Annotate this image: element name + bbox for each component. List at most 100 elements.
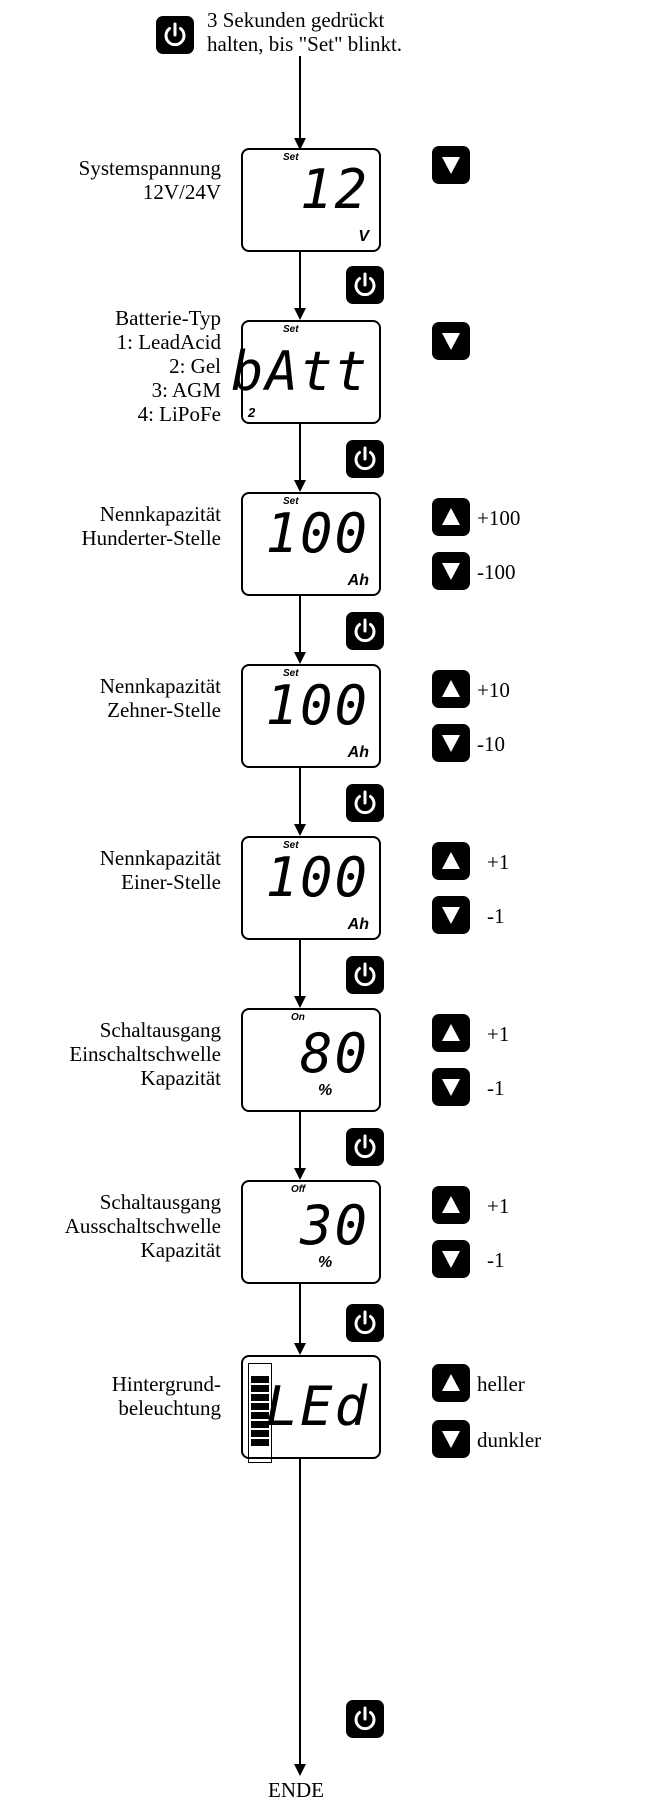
power-icon [354,1310,376,1335]
display-unit: % [318,1082,333,1099]
display-value: LEd [265,1375,369,1438]
power-icon [354,790,376,815]
power-icon [354,618,376,643]
set-indicator: Set [283,668,299,679]
off-indicator: Off [291,1184,306,1195]
step-5-up-button[interactable] [432,842,470,880]
set-indicator: Set [283,152,299,163]
triangle-up-icon [442,1024,460,1041]
final-power-button[interactable] [346,1700,384,1738]
display-unit: Ah [347,572,369,589]
display-value: 30 [299,1194,369,1257]
step-8-up-button[interactable] [432,1364,470,1402]
power-icon [354,446,376,471]
display-number: 2 [248,405,256,420]
start-instruction: 3 Sekunden gedrückt halten, bis "Set" bl… [207,8,403,56]
power-icon [354,272,376,297]
step-4-up-label: +10 [477,678,510,702]
triangle-down-icon [442,1431,460,1448]
triangle-up-icon [442,508,460,525]
step-6-up-label: +1 [487,1022,510,1046]
set-indicator: Set [283,496,299,507]
step-8-up-label: heller [477,1372,525,1396]
step-7-power-button[interactable] [346,1304,384,1342]
display-value: 12 [299,158,369,221]
step-1-down-button[interactable] [432,146,470,184]
step-8-down-label: dunkler [477,1428,542,1452]
triangle-down-icon [442,907,460,924]
power-icon [354,962,376,987]
triangle-down-icon [442,563,460,580]
power-icon [354,1706,376,1731]
step-5-down-button[interactable] [432,896,470,934]
display-unit: % [318,1254,333,1271]
step-6-down-button[interactable] [432,1068,470,1106]
step-3-up-button[interactable] [432,498,470,536]
step-4-down-button[interactable] [432,724,470,762]
step-5-label: Nennkapazität Einer-Stelle [99,846,221,894]
step-8-label: Hintergrund- beleuchtung [111,1372,221,1420]
step-4-label: Nennkapazität Zehner-Stelle [99,674,221,722]
step-2-label: Batterie-Typ 1: LeadAcid 2: Gel 3: AGM 4… [115,306,221,426]
step-3-power-button[interactable] [346,612,384,650]
step-2-display: Set bAtt 2 [231,320,381,424]
step-4-power-button[interactable] [346,784,384,822]
step-5-display: Set 100 Ah [241,836,381,940]
end-label: ENDE [268,1778,324,1802]
triangle-up-icon [442,680,460,697]
display-unit: Ah [347,916,369,933]
step-7-up-label: +1 [487,1194,510,1218]
set-indicator: Set [283,840,299,851]
triangle-down-icon [442,735,460,752]
step-7-down-label: -1 [487,1248,505,1272]
triangle-down-icon [442,157,460,174]
display-unit: Ah [347,744,369,761]
step-8-down-button[interactable] [432,1420,470,1458]
step-3-display: Set 100 Ah [241,492,381,596]
step-3-label: Nennkapazität Hunderter-Stelle [81,502,221,550]
display-value: 80 [299,1022,369,1085]
step-3-down-button[interactable] [432,552,470,590]
step-5-down-label: -1 [487,904,505,928]
start-power-button[interactable] [156,16,194,54]
display-unit: V [358,228,369,245]
step-7-display: Off 30 % [241,1180,381,1284]
step-5-up-label: +1 [487,850,510,874]
triangle-down-icon [442,1079,460,1096]
triangle-down-icon [442,1251,460,1268]
set-indicator: Set [283,324,299,335]
step-6-label: Schaltausgang Einschaltschwelle Kapazitä… [69,1018,221,1090]
step-4-display: Set 100 Ah [241,664,381,768]
step-1-label: Systemspannung 12V/24V [78,156,221,204]
power-icon [164,22,186,47]
triangle-up-icon [442,1196,460,1213]
step-6-up-button[interactable] [432,1014,470,1052]
step-7-up-button[interactable] [432,1186,470,1224]
step-6-power-button[interactable] [346,1128,384,1166]
step-4-up-button[interactable] [432,670,470,708]
triangle-up-icon [442,852,460,869]
step-1-display: Set 12 V [241,148,381,252]
step-3-up-label: +100 [477,506,521,530]
step-3-down-label: -100 [477,560,516,584]
step-8-display: LEd [241,1355,381,1463]
step-5-power-button[interactable] [346,956,384,994]
step-2-power-button[interactable] [346,440,384,478]
step-7-label: Schaltausgang Ausschaltschwelle Kapazitä… [64,1190,221,1262]
step-6-display: On 80 % [241,1008,381,1112]
display-value: bAtt [230,340,369,403]
on-indicator: On [291,1012,305,1023]
display-value: 100 [265,846,369,909]
step-2-down-button[interactable] [432,322,470,360]
display-value: 100 [265,674,369,737]
power-icon [354,1134,376,1159]
step-4-down-label: -10 [477,732,505,756]
brightness-bar-indicator [248,1363,272,1463]
step-1-power-button[interactable] [346,266,384,304]
display-value: 100 [265,502,369,565]
triangle-up-icon [442,1374,460,1391]
step-7-down-button[interactable] [432,1240,470,1278]
triangle-down-icon [442,333,460,350]
step-6-down-label: -1 [487,1076,505,1100]
